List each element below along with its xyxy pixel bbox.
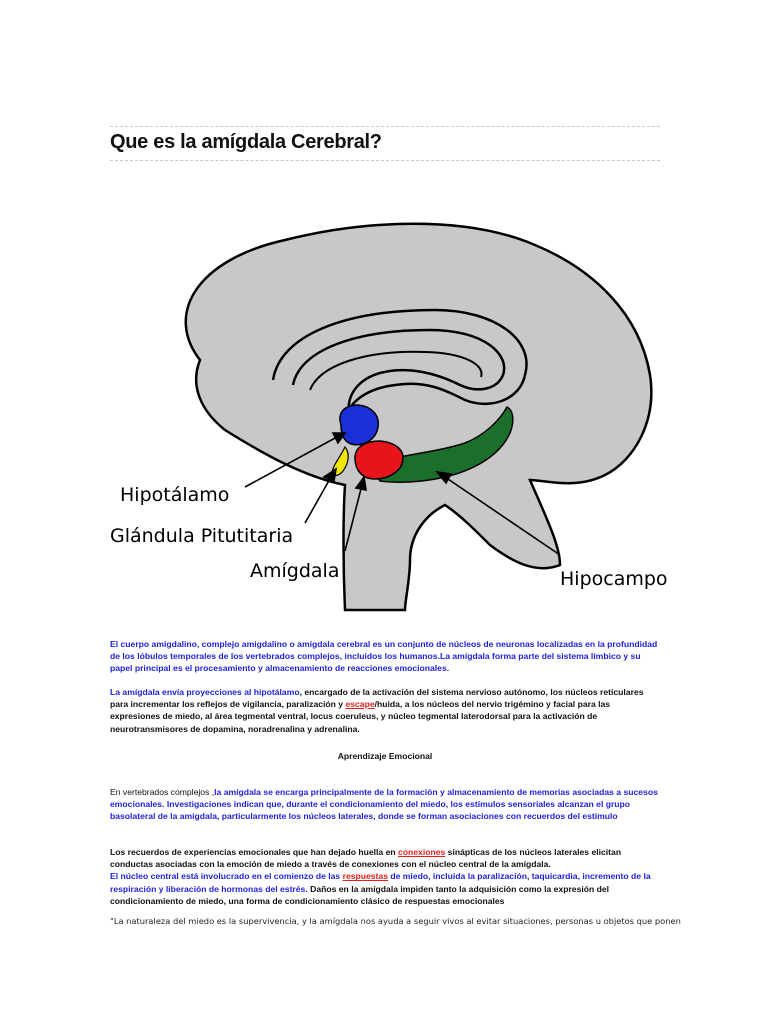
projections-lead: La amígdala envía proyecciones al hipotá… — [110, 687, 300, 697]
brain-diagram: Hipotálamo Glándula Pitutitaria Amígdala… — [110, 222, 668, 612]
brain-shape — [184, 222, 653, 612]
pituitary-label: Glándula Pitutitaria — [110, 525, 293, 547]
top-divider — [110, 126, 660, 127]
quote-line: "La naturaleza del miedo es la supervive… — [110, 916, 681, 926]
amygdala-arrow — [344, 484, 363, 552]
cortex-line-1 — [271, 308, 528, 431]
hypothalamus-shape — [339, 404, 379, 446]
responses-link[interactable]: respuestas — [342, 871, 388, 882]
projections-text: , encargado de la activación del sistema… — [110, 687, 644, 710]
connections-link[interactable]: conexiones — [398, 847, 446, 857]
pituitary-arrow — [304, 476, 332, 524]
central-nucleus-lead: El núcleo central está involucrado en el… — [110, 871, 343, 882]
page-title: Que es la amígdala Cerebral? — [110, 131, 382, 153]
section-heading: Aprendizaje Emocional — [337, 751, 433, 761]
memories-text: sinápticas de los núcleos laterales elic… — [110, 847, 622, 870]
hippocampus-arrow — [444, 476, 561, 556]
central-nucleus-text: de miedo, incluida la paralización, taqu… — [110, 871, 651, 894]
intro-text: El cuerpo amigdalino, complejo amigdalin… — [110, 639, 658, 674]
escape-link[interactable]: escape — [345, 699, 375, 710]
paragraph-intro: El cuerpo amigdalino, complejo amigdalin… — [110, 638, 660, 675]
amygdala-label: Amígdala — [250, 560, 339, 582]
damage-text: Daños en la amígdala impiden tanto la ad… — [110, 883, 610, 906]
title-divider — [110, 160, 660, 161]
cortex-line-3 — [309, 350, 483, 391]
hypothalamus-arrow — [244, 436, 338, 488]
hippocampus-shape — [368, 406, 514, 483]
cortex-line-2 — [291, 328, 506, 416]
vertebrates-lead: En vertebrados complejos , — [110, 787, 215, 797]
hypothalamus-label: Hipotálamo — [120, 484, 229, 506]
amygdala-shape — [354, 440, 404, 480]
paragraph-vertebrates: En vertebrados complejos ,la amígdala se… — [110, 786, 660, 823]
hippocampus-label: Hipocampo — [560, 568, 668, 590]
paragraph-memories: Los recuerdos de experiencias emocionale… — [110, 846, 660, 907]
memories-lead: Los recuerdos de experiencias emocionale… — [110, 847, 398, 857]
projections-text-end: /huida, a los núcleos del nervio trigémi… — [110, 699, 611, 734]
vertebrates-text: la amígdala se encarga principalmente de… — [110, 787, 658, 822]
paragraph-projections: La amígdala envía proyecciones al hipotá… — [110, 686, 660, 735]
